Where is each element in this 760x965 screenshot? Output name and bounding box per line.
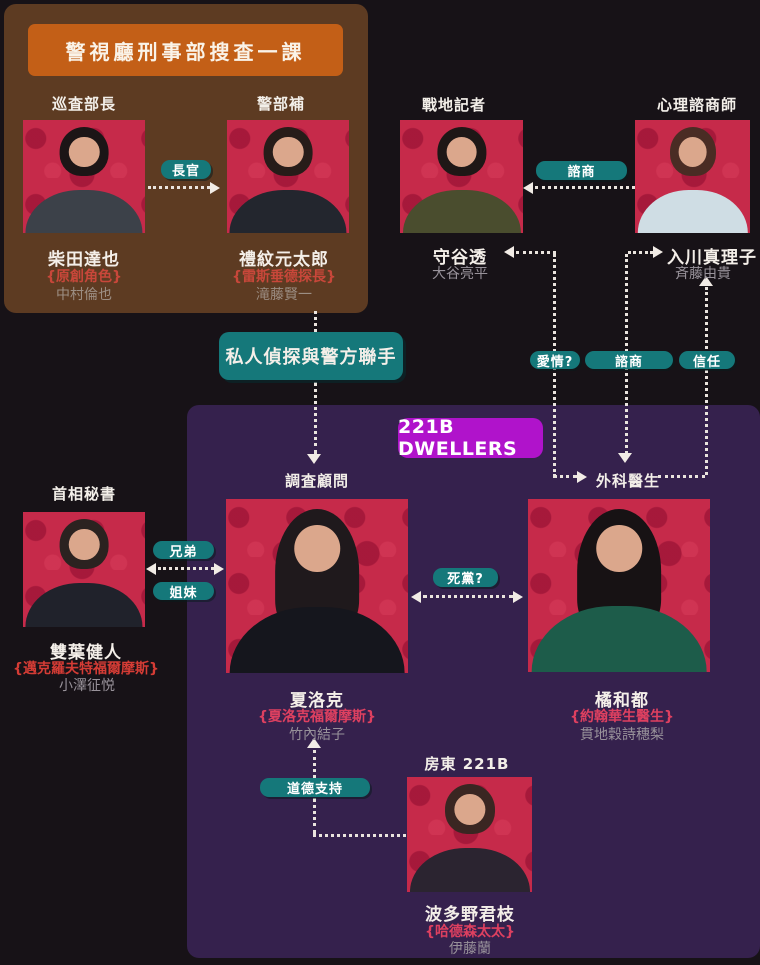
name-shibata: 柴田達也 (48, 250, 120, 270)
alias-futaba: {邁克羅夫特福爾摩斯} (13, 661, 159, 677)
silhouette-torso (637, 190, 748, 233)
actor-reimon: 滝藤賢一 (256, 287, 312, 303)
connector-police-to-slogan (314, 311, 317, 332)
role-moriya: 戰地記者 (421, 96, 486, 114)
portrait-sherlock (226, 499, 408, 673)
silhouette-face (596, 524, 642, 572)
actor-irikawa: 斉藤由貴 (675, 266, 731, 282)
actor-shibata: 中村倫也 (56, 287, 112, 303)
arrow-right-to-surgeon (577, 471, 587, 483)
connector-slogan-to-sherlock (314, 382, 317, 454)
arrow-left-to-moriya (523, 182, 533, 194)
arrow-right-to-reimon (210, 182, 220, 194)
relation-badge-moral-support: 道德支持 (260, 778, 370, 797)
portrait-moriya (400, 120, 523, 233)
silhouette-face (68, 136, 100, 168)
name-irikawa: 入川真理子 (667, 248, 757, 268)
role-sherlock: 調査顧問 (284, 472, 349, 490)
name-reimon: 禮紋元太郎 (239, 250, 329, 270)
name-wato: 橘和都 (595, 691, 649, 711)
relation-badge-counseling-mid: 諮商 (585, 351, 673, 370)
portrait-shibata (23, 120, 145, 233)
role-futaba: 首相秘書 (51, 485, 116, 503)
silhouette-torso (229, 606, 405, 673)
silhouette-face (294, 525, 340, 573)
portrait-irikawa (635, 120, 750, 233)
arrow-left-to-sherlock-photo (411, 591, 421, 603)
actor-sherlock: 竹內結子 (289, 727, 345, 743)
connector-trust-vertical (705, 287, 708, 475)
arrow-left-to-futaba (146, 563, 156, 575)
arrow-right-to-wato-photo (513, 591, 523, 603)
silhouette-torso (25, 190, 143, 233)
relation-badge-counseling-top: 諮商 (536, 161, 627, 180)
silhouette-torso (402, 190, 521, 233)
partnership-banner: 私人偵探與警方聯手 (219, 332, 403, 380)
role-shibata: 巡査部長 (51, 95, 116, 113)
connector-love-horizontal-top (516, 251, 556, 254)
actor-hatano: 伊藤蘭 (449, 941, 491, 957)
silhouette-torso (409, 848, 530, 892)
connector-moral-horizontal (313, 834, 406, 837)
connector-best-friends (423, 595, 513, 598)
silhouette-face (678, 136, 707, 168)
silhouette-torso (229, 190, 347, 233)
connector-moral-vertical-top (313, 750, 316, 778)
alias-reimon: {雷斯垂德探長} (232, 269, 336, 285)
name-sherlock: 夏洛克 (290, 691, 344, 711)
actor-futaba: 小澤征悦 (59, 678, 115, 694)
portrait-wato (528, 499, 710, 672)
silhouette-face (446, 136, 477, 168)
portrait-futaba (23, 512, 145, 627)
relation-badge-sister: 姐妹 (153, 582, 214, 601)
arrow-right-to-irikawa-name (653, 246, 663, 258)
name-hatano: 波多野君枝 (425, 905, 515, 925)
arrow-down-to-surgeon (618, 453, 632, 463)
relation-badge-superior: 長官 (161, 160, 211, 179)
role-hatano: 房東 221B (424, 755, 510, 773)
name-futaba: 雙葉健人 (50, 643, 122, 663)
connector-counsel-horizontal-top (628, 251, 653, 254)
connector-moral-vertical-bottom (313, 798, 316, 834)
alias-wato: {約翰華生醫生} (570, 709, 674, 725)
portrait-reimon (227, 120, 349, 233)
role-irikawa: 心理諮商師 (656, 96, 737, 114)
silhouette-face (272, 136, 304, 168)
silhouette-torso (25, 583, 143, 627)
relation-badge-trust: 信任 (679, 351, 735, 370)
connector-shibata-reimon (148, 186, 210, 189)
silhouette-torso (531, 606, 707, 672)
alias-shibata: {原創角色} (46, 269, 122, 285)
alias-hatano: {哈德森太太} (425, 924, 515, 940)
arrow-right-to-sherlock (214, 563, 224, 575)
connector-irikawa-moriya (535, 186, 635, 189)
connector-love-horizontal-bottom (553, 475, 577, 478)
arrow-down-to-sherlock (307, 454, 321, 464)
relation-badge-love: 愛情? (530, 351, 580, 370)
relation-badge-brother: 兄弟 (153, 541, 214, 560)
alias-sherlock: {夏洛克福爾摩斯} (258, 709, 376, 725)
actor-moriya: 大谷亮平 (432, 266, 488, 282)
name-moriya: 守谷透 (433, 248, 487, 268)
221b-dwellers-badge: 221B DWELLERS (398, 416, 543, 460)
portrait-hatano (407, 777, 532, 892)
relation-badge-best-friends: 死黨? (433, 568, 498, 587)
arrow-up-to-irikawa (699, 276, 713, 286)
actor-wato: 貫地穀詩穗梨 (580, 727, 664, 743)
silhouette-face (453, 794, 486, 826)
silhouette-face (68, 529, 100, 561)
role-reimon: 警部補 (256, 95, 305, 113)
connector-trust-horizontal (658, 475, 705, 478)
police-unit-title: 警視廳刑事部搜査一課 (28, 24, 343, 76)
role-wato: 外科醫生 (595, 472, 660, 490)
arrow-left-to-moriya-name (504, 246, 514, 258)
arrow-up-moral-support (307, 738, 321, 748)
connector-siblings (158, 567, 214, 570)
